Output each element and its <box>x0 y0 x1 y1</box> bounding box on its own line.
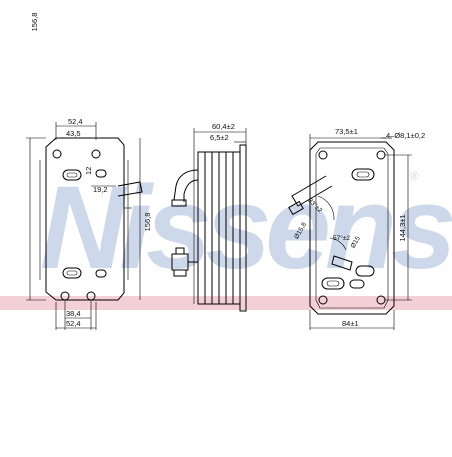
front-port-top-inner <box>66 172 78 178</box>
back-slot-bottom-left-inner <box>326 280 340 287</box>
back-slot-bottom-right <box>355 265 375 277</box>
dim-holes: 4–Ø8,1±0,2 <box>386 131 425 140</box>
back-plate-inner <box>315 147 389 309</box>
back-slot-bottom-mid <box>349 279 365 289</box>
front-bolt-hole-tr <box>91 149 101 159</box>
angle-arc-b <box>329 237 347 251</box>
side-flange <box>239 144 247 312</box>
back-hole-tl <box>318 150 328 160</box>
dim-top-width-inner: 43,5 <box>66 129 81 138</box>
dim-height-right: 156,8 <box>143 213 152 232</box>
front-port-top <box>62 169 82 181</box>
side-pipe-top-end <box>171 199 187 207</box>
side-fins <box>204 152 234 304</box>
back-pipe-lower <box>331 255 353 271</box>
dim-angle-b: 57°±2 <box>333 234 350 242</box>
dim-bottom-inner: 38,4 <box>66 309 81 318</box>
dim-flange: 6,5±2 <box>210 133 229 142</box>
dim-width-bottom: 84±1 <box>342 319 359 328</box>
back-slot-top-inner <box>356 171 370 178</box>
back-pipe-upper <box>291 175 333 207</box>
front-port-bottom <box>62 267 82 279</box>
back-slot-bottom-left <box>321 277 345 290</box>
side-pipe-top-b <box>183 179 199 202</box>
dim-top-width-outer: 52,4 <box>68 117 83 126</box>
side-view: 60,4±2 6,5±2 <box>171 122 247 312</box>
front-port-bottom-inner <box>66 270 78 276</box>
side-fitting-base <box>173 269 187 277</box>
registered-mark: ® <box>410 169 419 183</box>
back-hole-bl <box>318 295 328 305</box>
angle-arc-a <box>317 195 335 221</box>
front-pipe-stub <box>117 181 143 197</box>
dim-bottom-outer: 52,4 <box>66 319 81 328</box>
front-view: 52,4 43,5 12 19,2 156,8 156,8 38,4 52,4 <box>26 13 152 330</box>
back-plate <box>309 141 395 315</box>
front-bolt-hole-tl <box>52 149 62 159</box>
front-slot-bottom <box>95 269 107 278</box>
dim-bolt-offset: 12 <box>84 167 93 175</box>
back-slot-top <box>351 168 375 181</box>
back-pipe-upper-end <box>288 200 304 216</box>
dim-height-left: 156,8 <box>30 13 39 32</box>
front-slot-top <box>95 169 107 178</box>
back-hole-tr <box>376 150 386 160</box>
dim-width-top: 73,5±1 <box>335 127 358 136</box>
side-pipe-top-a <box>173 169 199 201</box>
dim-height: 144,3±1 <box>398 214 407 241</box>
dim-pipe-offset: 19,2 <box>93 185 108 194</box>
dim-depth-total: 60,4±2 <box>212 122 235 131</box>
